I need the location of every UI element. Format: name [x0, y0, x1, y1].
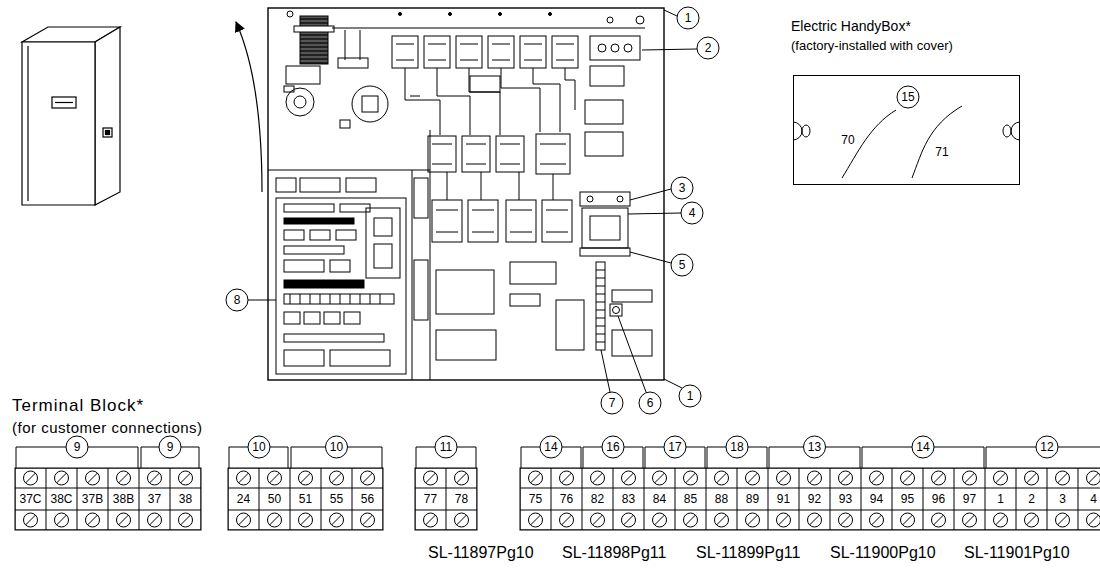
sheet-reference: SL-11899Pg11: [696, 543, 800, 562]
callout-number: 13: [805, 439, 825, 455]
sheet-reference: SL-11897Pg10: [428, 543, 534, 562]
terminal-number: 38: [171, 490, 200, 508]
callout-number: 9: [160, 439, 180, 455]
terminal-number: 88: [707, 490, 736, 508]
callout-circles: [226, 7, 719, 414]
callout-number: 1: [678, 10, 698, 26]
terminal-number: 97: [955, 490, 984, 508]
callout-number: 14: [913, 439, 933, 455]
callout-number: 8: [227, 292, 247, 308]
callout-number: 7: [602, 395, 622, 411]
terminal-number: 95: [893, 490, 922, 508]
terminal-number: 55: [322, 490, 351, 508]
callout-number: 14: [541, 439, 561, 455]
terminal-number: 37C: [16, 490, 45, 508]
terminal-number: 84: [645, 490, 674, 508]
sheet-reference: SL-11898Pg11: [562, 543, 666, 562]
terminal-number: 4: [1079, 490, 1100, 508]
handybox-cover: Electric HandyBox*(factory-installed wit…: [793, 75, 1020, 185]
terminal-number: 56: [353, 490, 382, 508]
callout-number: 9: [67, 439, 87, 455]
terminal-number: 96: [924, 490, 953, 508]
callout-number: 71: [932, 144, 952, 160]
handybox-drawing: [793, 86, 1020, 178]
terminal-number: 37B: [78, 490, 107, 508]
callout-number: 10: [327, 439, 347, 455]
callout-number: 2: [698, 40, 718, 56]
terminal-number: 92: [800, 490, 829, 508]
terminal-number: 75: [521, 490, 550, 508]
terminal-number: 91: [769, 490, 798, 508]
terminal-number: 50: [260, 490, 289, 508]
group-brackets: [16, 436, 1100, 468]
terminal-number: 89: [738, 490, 767, 508]
sheet-reference: SL-11901Pg10: [964, 543, 1070, 562]
callout-number: 4: [682, 205, 702, 221]
control-panel-drawing: [268, 8, 664, 380]
terminal-number: 3: [1048, 490, 1077, 508]
terminal-number: 1: [986, 490, 1015, 508]
callout-number: 18: [727, 439, 747, 455]
terminal-number: 94: [862, 490, 891, 508]
terminal-number: 85: [676, 490, 705, 508]
terminal-number: 51: [291, 490, 320, 508]
terminal-number: 38C: [47, 490, 76, 508]
callout-number: 12: [1037, 439, 1057, 455]
callout-number: 17: [665, 439, 685, 455]
terminal-number: 77: [416, 490, 445, 508]
callout-number: 10: [249, 439, 269, 455]
callout-number: 15: [898, 89, 918, 105]
callout-number: 11: [436, 439, 456, 455]
callout-number: 3: [672, 180, 692, 196]
callout-number: 16: [603, 439, 623, 455]
terminal-number: 76: [552, 490, 581, 508]
terminal-number: 78: [447, 490, 476, 508]
block-caption: (for customer connections): [12, 419, 203, 437]
callout-number: 1: [680, 388, 700, 404]
terminal-number: 24: [229, 490, 258, 508]
callout-number: 5: [672, 257, 692, 273]
box-heading: Electric HandyBox*: [791, 18, 911, 34]
callout-number: 70: [838, 132, 858, 148]
terminal-number: 2: [1017, 490, 1046, 508]
swing-arrow: [236, 22, 262, 192]
terminal-number: 37: [140, 490, 169, 508]
terminal-number: 38B: [109, 490, 138, 508]
terminal-number: 93: [831, 490, 860, 508]
box-heading: (factory-installed with cover): [791, 38, 953, 53]
cabinet-drawing: [22, 27, 120, 205]
terminal-block: [15, 468, 1100, 530]
terminal-number: 82: [583, 490, 612, 508]
terminal-number: 83: [614, 490, 643, 508]
sheet-reference: SL-11900Pg10: [830, 543, 936, 562]
callout-number: 6: [640, 395, 660, 411]
block-caption: Terminal Block*: [12, 396, 144, 416]
